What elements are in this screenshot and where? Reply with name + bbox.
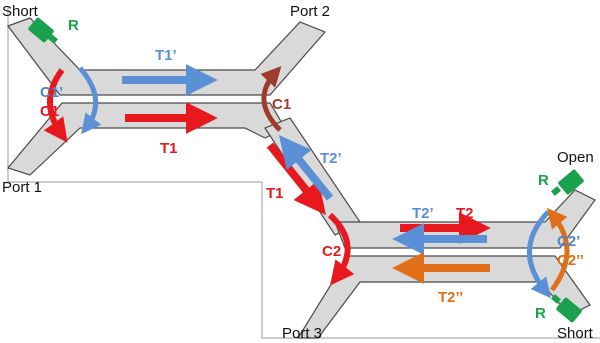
label-c2-double-prime: C2’’ bbox=[557, 252, 584, 269]
label-r-open: R bbox=[538, 172, 549, 189]
waveguide-bottom-c2 bbox=[296, 255, 591, 339]
label-r-top-left: R bbox=[68, 17, 79, 34]
panel-frames bbox=[7, 6, 600, 339]
label-c1-left: C1 bbox=[40, 103, 59, 120]
arrow-c1-left bbox=[43, 68, 68, 143]
arrow-c1-brown bbox=[260, 66, 282, 132]
label-open: Open bbox=[557, 149, 594, 166]
termination-r-short bbox=[551, 294, 582, 323]
label-c2-prime: C2’ bbox=[557, 233, 580, 250]
termination-r-top-left bbox=[28, 17, 58, 44]
label-t1-upper: T1 bbox=[160, 140, 178, 157]
label-port3: Port 3 bbox=[282, 325, 322, 342]
label-c1-brown: C1 bbox=[272, 96, 291, 113]
label-t2-prime-lower: T2’ bbox=[412, 205, 434, 222]
arrow-c2-double-prime bbox=[546, 207, 570, 292]
label-t2-prime-diag: T2’ bbox=[320, 150, 342, 167]
label-c1-prime-left: C1’ bbox=[40, 84, 63, 101]
arrow-c1-prime-left bbox=[78, 66, 102, 135]
label-c2-red: C2 bbox=[322, 243, 341, 260]
arrow-t1-diag bbox=[266, 142, 326, 215]
label-port1: Port 1 bbox=[2, 179, 42, 196]
label-short-bottom-right: Short bbox=[557, 325, 594, 342]
label-t2-double-prime: T2’’ bbox=[438, 289, 463, 306]
termination-r-open bbox=[551, 169, 584, 196]
arrow-t2-prime-diag bbox=[278, 135, 334, 201]
label-r-short: R bbox=[535, 305, 546, 322]
label-t1-diag: T1 bbox=[266, 185, 284, 202]
label-t2-lower: T2 bbox=[456, 205, 474, 222]
label-port2: Port 2 bbox=[290, 3, 330, 20]
arrow-c2-prime bbox=[527, 210, 552, 299]
label-t1-prime: T1’ bbox=[155, 47, 177, 64]
label-short-top-left: Short bbox=[2, 3, 39, 20]
arrow-c2-red bbox=[327, 212, 355, 286]
